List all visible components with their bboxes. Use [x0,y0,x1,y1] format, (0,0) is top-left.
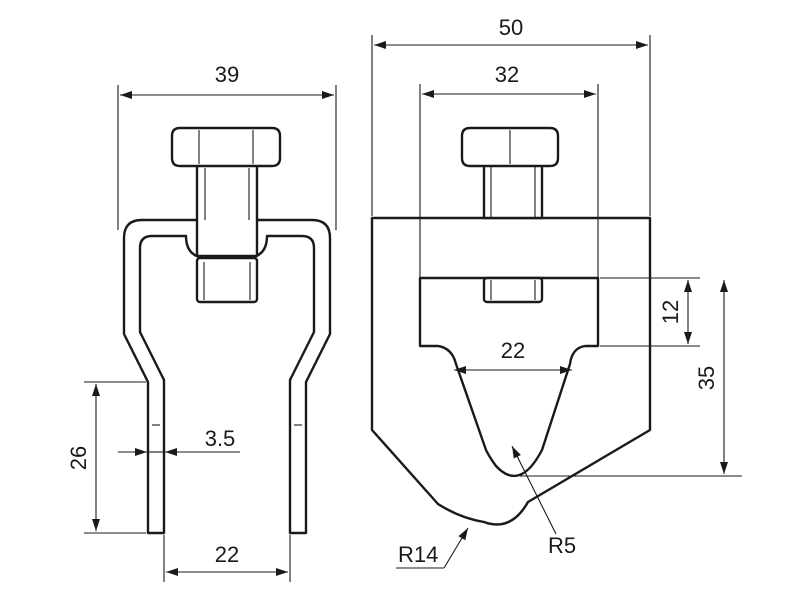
dim-front-width-label: 50 [499,15,523,40]
dim-side-width-label: 39 [215,62,239,87]
dim-front-inner-width-label: 32 [495,62,519,87]
dim-front-inner-radius-label: R5 [548,533,576,558]
dim-front-outer-radius-label: R14 [398,542,438,567]
dim-front-slot-height: 12 [600,277,700,347]
side-view: 39 26 3.5 22 [66,62,337,582]
dim-front-slot-height-label: 12 [658,300,683,324]
dim-front-width: 50 [371,15,651,216]
dim-side-leg-height: 26 [66,381,146,534]
dim-front-depth-label: 35 [694,366,719,390]
front-bolt [460,126,560,220]
front-clamp-body [370,216,652,526]
dim-front-slot-width-label: 22 [501,338,525,363]
dim-side-wall-thickness: 3.5 [118,426,240,456]
dim-side-width: 39 [117,62,337,230]
dim-front-inner-radius: R5 [511,445,576,558]
dim-side-opening: 22 [163,535,291,582]
front-slot [418,276,600,477]
dim-side-leg-height-label: 26 [66,446,91,470]
dim-front-depth: 35 [520,280,742,477]
dim-front-outer-radius: R14 [396,527,469,569]
dim-front-slot-width: 22 [454,338,572,374]
side-clamp-body [122,218,332,535]
dim-side-wall-thickness-label: 3.5 [205,426,236,451]
dim-side-opening-label: 22 [215,542,239,567]
front-view: 50 32 12 22 35 R5 [370,15,742,569]
side-bolt [170,126,282,304]
dim-front-inner-width: 32 [419,62,599,346]
